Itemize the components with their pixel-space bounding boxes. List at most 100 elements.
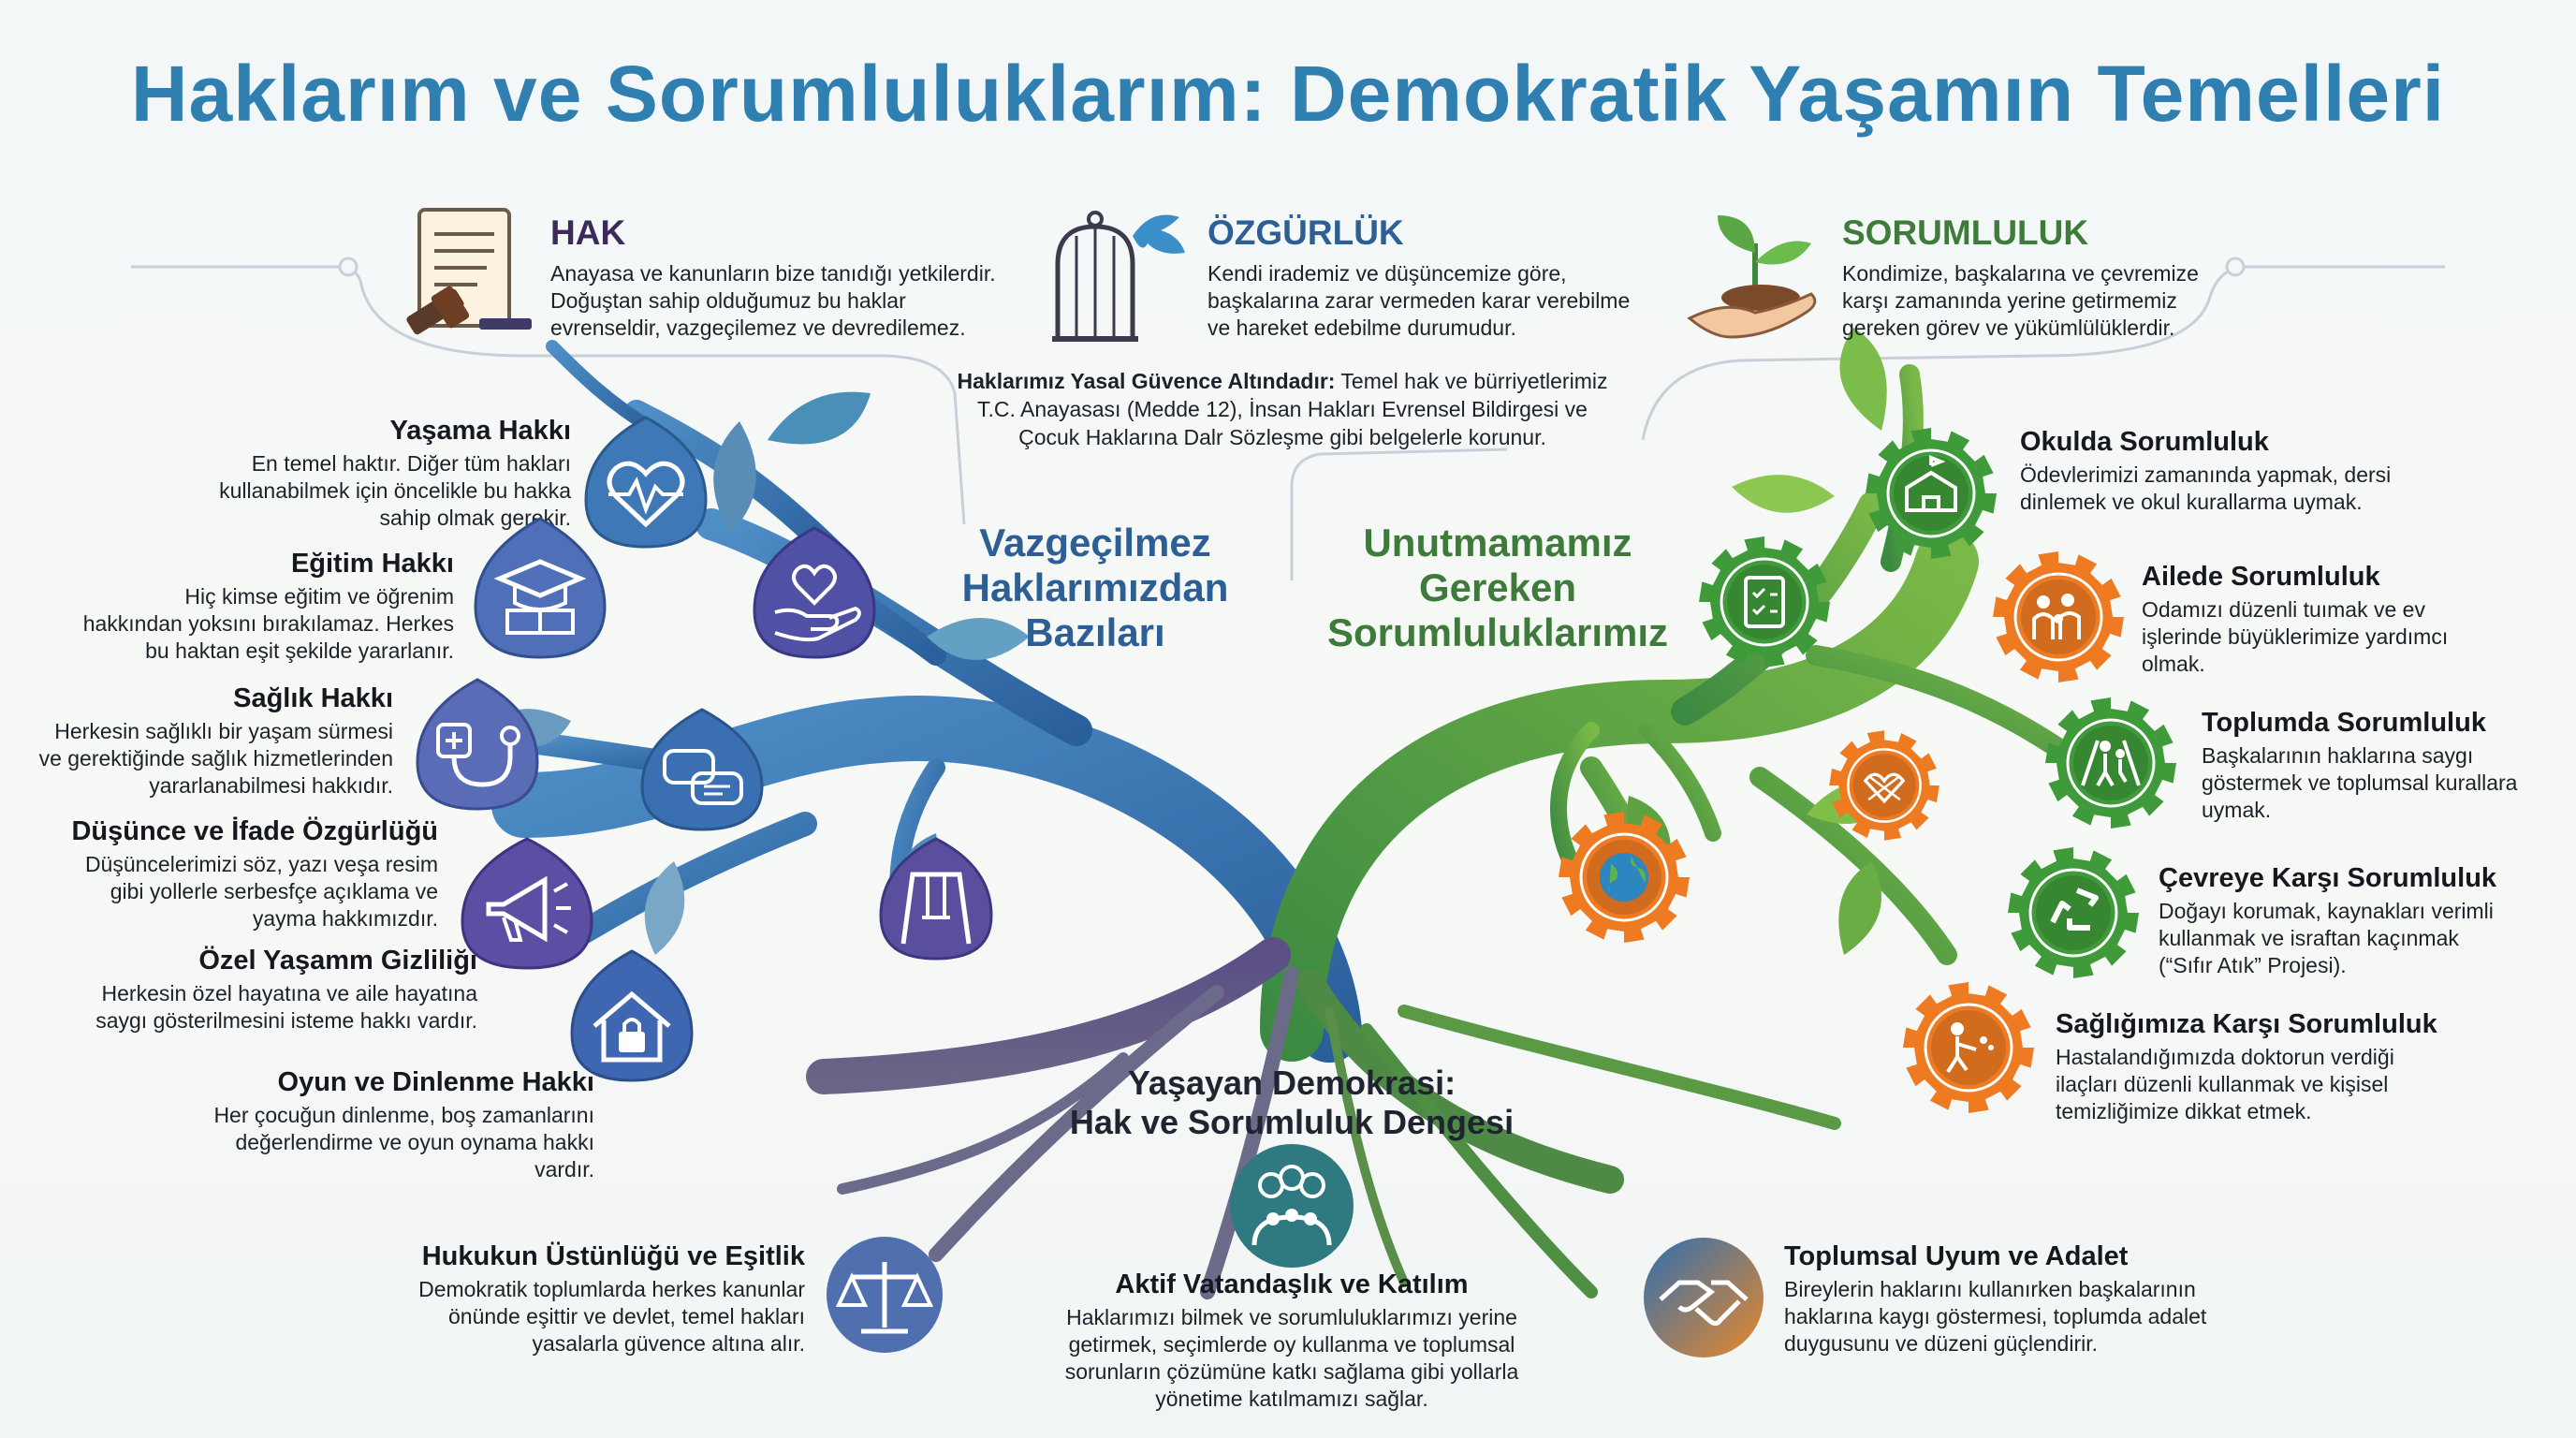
concept-sorumluluk-line: Kondimize, başkalarına ve çevremize — [1842, 261, 2199, 286]
responsibility-heading: Okulda Sorumluluk — [2020, 427, 2269, 457]
concept-ozgurluk-line: başkalarına zarar vermeden karar verebil… — [1208, 288, 1631, 313]
family-icon — [1993, 551, 2124, 682]
bottom-item: Aktif Vatandaşlık ve Katılım Haklarımızı… — [1011, 1269, 1573, 1413]
community-gears-icon — [1230, 1144, 1354, 1268]
responsibility-item: Çevreye Karşı Sorumluluk Doğayı korumak,… — [2159, 863, 2570, 979]
right-text: değerlendirme ve oyun oynama hakkı — [235, 1130, 594, 1154]
graduation-book-icon — [474, 517, 607, 659]
right-item: Düşünce ve İfade Özgürlüğü Düşüncelerimi… — [19, 816, 438, 932]
responsibility-branches — [1260, 364, 2070, 1062]
helping-hands-icon — [1829, 730, 1939, 841]
concept-sorumluluk-line: gereken görev ve yükümlülüklerdir. — [1842, 315, 2175, 340]
bottom-item: Hukukun Üstünlüğü ve Eşitlik Demokratik … — [356, 1241, 805, 1357]
responsibility-text: dinlemek ve okul kurallarma uymak. — [2020, 490, 2363, 514]
right-text: yayma hakkımızdır. — [252, 906, 438, 931]
checklist-icon — [1699, 536, 1830, 668]
bottom-heading: Toplumsal Uyum ve Adalet — [1784, 1241, 2129, 1271]
connector-lines — [131, 257, 2445, 580]
bottom-text: Haklarımızı bilmek ve sorumluluklarımızı… — [1066, 1305, 1517, 1329]
responsibility-text: Odamızı düzenli tuımak ve ev — [2142, 597, 2425, 622]
responsibility-text: Ödevlerimizi zamanında yapmak, dersi — [2020, 462, 2392, 487]
bottom-item: Toplumsal Uyum ve Adalet Bireylerin hakl… — [1784, 1241, 2308, 1357]
right-heading: Oyun ve Dinlenme Hakkı — [277, 1067, 594, 1097]
roots — [806, 937, 1841, 1299]
responsibility-heading: Sağlığımıza Karşı Sorumluluk — [2056, 1009, 2437, 1039]
law-document-icon — [393, 197, 543, 346]
right-item: Eğitim Hakkı Hiç kimse eğitim ve öğrenim… — [28, 549, 454, 665]
right-heading: Yaşama Hakkı — [389, 416, 571, 446]
responsibility-text: Doğayı korumak, kaynakları verimli — [2159, 899, 2494, 923]
rights-title-line: Bazıları — [1025, 610, 1165, 654]
rights-title-line: Vazgeçilmez — [979, 521, 1211, 565]
scales-icon — [827, 1237, 943, 1353]
responsibility-text: ilaçları düzenli kullanmak ve kişisel — [2056, 1072, 2389, 1096]
responsibility-text: (“Sıfır Atık” Projesi). — [2159, 953, 2347, 977]
responsibility-item: Sağlığımıza Karşı Sorumluluk Hastalandığ… — [2056, 1009, 2542, 1125]
megaphone-icon — [461, 837, 593, 970]
right-text: kullanabilmek için öncelikle bu hakka — [219, 478, 571, 503]
concept-ozgurluk-line: Kendi irademiz ve düşüncemize göre, — [1208, 261, 1567, 286]
right-item: Özel Yaşamm Gizliliği Herkesin özel haya… — [19, 946, 477, 1034]
responsibilities-title-line: Unutmamamız — [1363, 521, 1632, 565]
right-text: Herkesin sağlıklı bir yaşam sürmesi — [54, 719, 393, 743]
responsibility-text: göstermek ve toplumsal kurallara — [2202, 770, 2518, 795]
right-heading: Sağlık Hakkı — [233, 683, 393, 713]
concept-sorumluluk: SORUMLULUK Kondimize, başkalarına ve çev… — [1842, 213, 2329, 342]
right-text: En temel haktır. Diğer tüm hakları — [251, 451, 571, 476]
responsibility-text: olmak. — [2142, 652, 2205, 676]
bottom-text: yasalarla güvence altına alır. — [532, 1331, 805, 1356]
concept-hak: HAK Anayasa ve kanunların bize tanıdığı … — [550, 213, 1037, 342]
center-title-line: Hak ve Sorumluluk Dengesi — [1069, 1103, 1515, 1141]
bottom-text: Demokratik toplumlarda herkes kanunlar — [418, 1277, 805, 1301]
concept-sorumluluk-heading: SORUMLULUK — [1842, 213, 2089, 252]
birdcage-icon — [1039, 198, 1189, 348]
legal-guarantee-note: Haklarımız Yasal Güvence Altındadır: Tem… — [917, 367, 1647, 451]
responsibilities-section-title: Unutmamamız Gereken Sorumluluklarımız — [1310, 521, 1685, 655]
responsibilities-title-line: Gereken — [1418, 565, 1577, 609]
concept-sorumluluk-line: karşı zamanında yerine getirmemiz — [1842, 288, 2177, 313]
crosswalk-icon — [2045, 697, 2176, 829]
right-text: yararlanabilmesi hakkıdır. — [149, 773, 393, 798]
bottom-text: sorunların çözümüne katkı sağlama gibi y… — [1064, 1359, 1519, 1384]
concept-hak-heading: HAK — [550, 213, 626, 252]
right-item: Oyun ve Dinlenme Hakkı Her çocuğun dinle… — [94, 1067, 594, 1183]
concept-ozgurluk-line: ve hareket edebilme durumudur. — [1208, 315, 1516, 340]
right-text: vardır. — [534, 1157, 594, 1181]
right-item: Sağlık Hakkı Herkesin sağlıklı bir yaşam… — [19, 683, 393, 800]
legal-guarantee-line: T.C. Anayasası (Medde 12), İnsan Hakları… — [977, 397, 1588, 421]
right-heading: Düşünce ve İfade Özgürlüğü — [71, 816, 438, 846]
heart-hand-icon — [753, 526, 876, 659]
right-text: bu haktan eşit şekilde yararlanır. — [145, 638, 454, 663]
globe-icon — [1559, 812, 1690, 943]
responsibility-heading: Ailede Sorumluluk — [2142, 562, 2380, 592]
right-heading: Eğitim Hakkı — [290, 549, 454, 579]
responsibility-text: kullanmak ve israftan kaçınmak — [2159, 926, 2459, 950]
heartbeat-icon — [584, 416, 708, 549]
page-title: Haklarım ve Sorumluluklarım: Demokratik … — [130, 50, 2446, 138]
right-item: Yaşama Hakkı En temel haktır. Diğer tüm … — [37, 416, 571, 532]
house-lock-icon — [570, 949, 694, 1082]
responsibility-text: uymak. — [2202, 798, 2272, 822]
rights-title-line: Haklarımızdan — [961, 565, 1229, 609]
legal-guarantee-line: Çocuk Haklarına Dalr Sözleşme gibi belge… — [1018, 425, 1546, 449]
bottom-text: yönetime katılmamızı sağlar. — [1155, 1387, 1428, 1411]
right-text: Herkesin özel hayatına ve aile hayatına — [101, 981, 477, 1005]
hand-sprout-icon — [1680, 197, 1830, 346]
responsibility-item: Ailede Sorumluluk Odamızı düzenli tuımak… — [2142, 562, 2554, 678]
handwash-icon — [1903, 982, 2034, 1113]
bottom-text: haklarına kaygı göstermesi, toplumda ada… — [1784, 1304, 2207, 1328]
legal-guarantee-label: Haklarımız Yasal Güvence Altındadır: — [957, 369, 1336, 393]
right-text: saygı gösterilmesini isteme hakkı vardır… — [95, 1008, 477, 1033]
bottom-heading: Hukukun Üstünlüğü ve Eşitlik — [421, 1241, 805, 1271]
legal-guarantee-line: Temel hak ve bürriyetlerimiz — [1335, 369, 1608, 393]
responsibility-item: Okulda Sorumluluk Ödevlerimizi zamanında… — [2020, 427, 2507, 516]
rights-section-title: Vazgeçilmez Haklarımızdan Bazıları — [936, 521, 1254, 655]
stethoscope-icon — [416, 678, 539, 811]
bottom-text: Bireylerin haklarını kullanırken başkala… — [1784, 1277, 2196, 1301]
bottom-text: duygusunu ve düzeni güçlendirir. — [1784, 1331, 2099, 1356]
right-text: ve gerektiğinde sağlık hizmetlerinden — [38, 746, 393, 770]
concept-hak-line: Doğuştan sahip olduğumuz bu haklar — [550, 288, 906, 313]
responsibility-heading: Çevreye Karşı Sorumluluk — [2159, 863, 2497, 893]
chat-bubbles-icon — [640, 708, 764, 831]
